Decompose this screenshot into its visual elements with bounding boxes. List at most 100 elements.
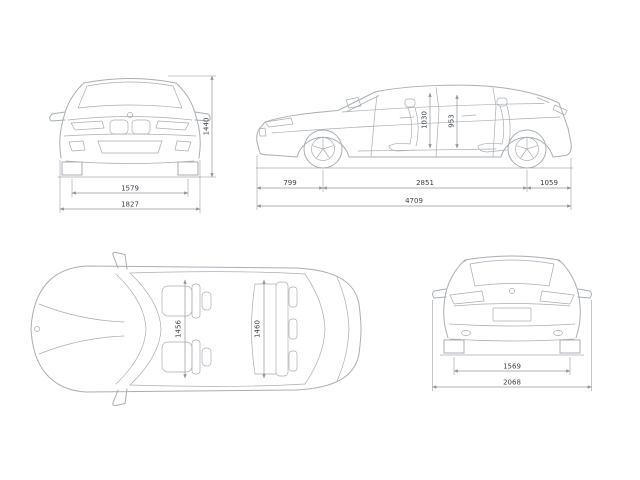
side-interior-height-rear-label: 953 (448, 114, 456, 127)
top-roof-edge-upper (129, 271, 306, 275)
side-b-pillar (435, 87, 440, 158)
rear-car-outline (432, 255, 592, 356)
front-roundel-badge (127, 112, 133, 118)
side-car-outline (255, 84, 574, 169)
rear-body-side-right (558, 259, 581, 339)
side-sill-line (357, 148, 497, 152)
side-interior-height-front-label: 1030 (421, 111, 429, 129)
front-lower-intake (97, 140, 163, 154)
rear-window (469, 259, 555, 287)
front-height-label: 1440 (203, 118, 211, 136)
top-rear-bench-seat (251, 281, 298, 377)
side-door-handle-front (399, 116, 415, 119)
front-headlight-left (70, 120, 105, 131)
rear-roundel-badge (509, 288, 515, 294)
front-wheel-right (177, 161, 199, 176)
top-tailgate-edge (336, 276, 350, 382)
front-body-bottom (65, 160, 195, 164)
side-view-drawing: 1030 953 799 2851 1059 4709 (255, 84, 574, 210)
front-car-outline (49, 78, 211, 178)
side-headlight (264, 117, 294, 128)
front-hood-line (67, 116, 193, 121)
top-windshield-rear-edge (129, 272, 162, 386)
top-front-seat-left (161, 283, 212, 319)
top-interior-width-front-label: 1456 (175, 320, 183, 338)
front-bumper-line (63, 133, 197, 137)
side-wheelbase-label: 2851 (416, 179, 434, 187)
rear-exhaust-right (553, 330, 563, 336)
top-mirror-upper (112, 251, 128, 270)
rear-mirror-left (432, 288, 447, 299)
rear-width-label: 2068 (503, 379, 521, 387)
rear-track-dimension: 1569 (453, 357, 571, 375)
rear-license-plate (492, 307, 532, 322)
top-front-seat-right (161, 339, 212, 375)
top-interior-width-rear-dimension: 1460 (254, 279, 266, 379)
front-wheel-left (61, 161, 83, 176)
side-length-dimensions: 799 2851 1059 4709 (256, 156, 572, 210)
rear-mirror-right (577, 288, 592, 299)
rear-wheel-left (443, 339, 465, 354)
top-roof-edge-lower (129, 383, 306, 387)
top-interior-width-rear-label: 1460 (254, 320, 262, 338)
top-rear-window (304, 273, 326, 385)
front-side-vent-right (174, 140, 192, 152)
rear-wheel-right (559, 339, 581, 354)
top-interior-width-front-dimension: 1456 (175, 279, 187, 379)
side-character-line (271, 116, 561, 134)
front-body-side-left (59, 82, 85, 159)
rear-view-drawing: 1569 2068 (432, 255, 592, 391)
rear-taillight-left (449, 290, 485, 305)
top-body-outline (30, 265, 362, 393)
front-kidney-grille-left (109, 119, 129, 135)
front-mirror-left (49, 111, 66, 122)
top-car-outline (30, 251, 362, 407)
side-interior-height-front-dimension: 1030 (421, 92, 432, 149)
side-rear-overhang-label: 1059 (540, 179, 558, 187)
top-hood-crease-lower (38, 335, 125, 355)
side-mirror (345, 97, 362, 109)
front-height-dimension: 1440 (168, 75, 216, 178)
side-beltline (341, 103, 545, 113)
top-hood-badge (34, 326, 40, 332)
side-rear-door-cut (492, 87, 497, 157)
rear-body-side-left (443, 259, 466, 339)
side-windshield-inner (345, 95, 380, 113)
rear-roof (464, 255, 560, 261)
side-overall-length-label: 4709 (405, 197, 423, 205)
front-roof (83, 78, 177, 84)
front-width-dimension: 1827 (59, 160, 201, 213)
side-rear-wheel (507, 129, 547, 169)
side-front-seat (388, 98, 419, 152)
front-track-label: 1579 (121, 185, 139, 193)
front-track-dimension: 1579 (71, 179, 189, 197)
side-taillight (552, 104, 568, 116)
top-view-drawing: 1456 1460 (30, 251, 362, 407)
front-view-drawing: 1579 1827 1440 (49, 75, 216, 213)
rear-tailgate-crease (453, 303, 571, 307)
side-front-door-cut (370, 95, 378, 157)
front-width-label: 1827 (121, 201, 139, 209)
side-front-overhang-label: 799 (283, 179, 296, 187)
side-d-pillar (536, 97, 550, 103)
side-body-outline (256, 84, 572, 158)
side-front-wheel (303, 129, 343, 169)
top-windshield-front-edge (115, 273, 147, 385)
rear-body-bottom (449, 338, 575, 342)
side-rear-seat (477, 97, 511, 153)
rear-exhaust-left (461, 330, 471, 336)
top-mirror-lower (112, 388, 128, 407)
rear-width-dimension: 2068 (432, 300, 592, 391)
rear-track-label: 1569 (503, 363, 521, 371)
rear-spoiler (462, 260, 562, 263)
top-hood-crease-upper (38, 303, 125, 323)
front-body-side-right (175, 82, 201, 159)
side-grille (258, 127, 267, 137)
side-door-handle-rear (461, 114, 477, 117)
front-side-vent-left (68, 140, 86, 152)
rear-taillight-right (539, 290, 575, 305)
front-headlight-right (155, 120, 190, 131)
rear-bumper-line (448, 323, 576, 327)
front-windshield (77, 81, 183, 109)
